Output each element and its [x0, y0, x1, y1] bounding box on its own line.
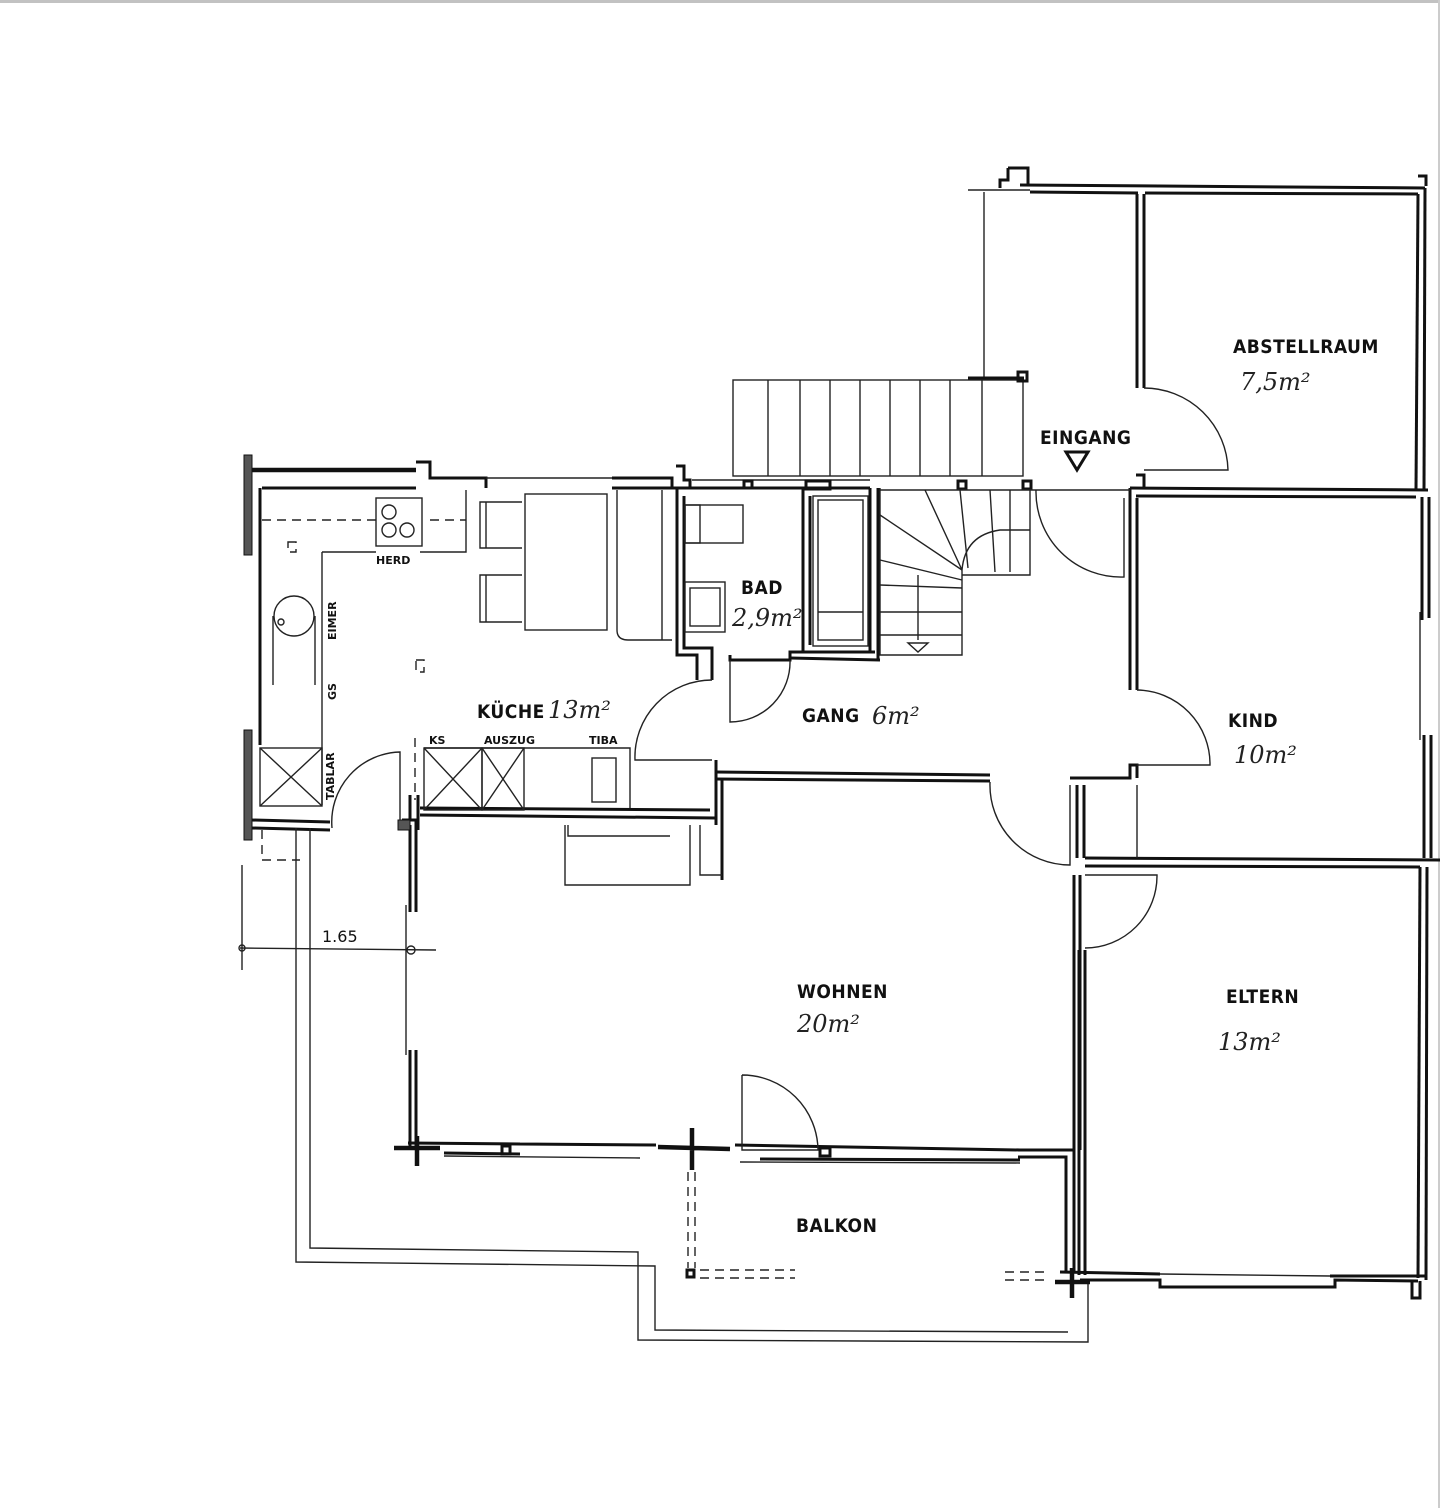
area-abstellraum: 7,5m²	[1240, 368, 1311, 396]
label-abstellraum: ABSTELLRAUM	[1233, 336, 1379, 358]
interior-stairs	[879, 488, 1031, 656]
scan-right-edge	[1438, 0, 1440, 1508]
label-balkon: BALKON	[796, 1215, 877, 1237]
area-kueche: 13m²	[548, 696, 611, 724]
label-gang: GANG	[802, 705, 860, 727]
area-eltern: 13m²	[1218, 1028, 1281, 1056]
exterior-stairs	[732, 370, 1029, 477]
kitchen-furniture	[259, 490, 672, 811]
fixture-labels: HERD EIMER GS TABLAR KS AUSZUG TIBA 1.65	[322, 554, 618, 946]
label-kind: KIND	[1228, 710, 1278, 732]
walls	[243, 166, 1440, 1300]
label-eltern: ELTERN	[1226, 986, 1299, 1008]
area-kind: 10m²	[1234, 741, 1297, 769]
area-bad: 2,9m²	[731, 604, 803, 632]
dimension-line	[238, 830, 437, 970]
dimension-value: 1.65	[322, 927, 358, 946]
balkon-outline	[295, 828, 1090, 1343]
label-tiba: TIBA	[589, 734, 618, 747]
doors	[331, 387, 1229, 1151]
label-tablar: TABLAR	[324, 752, 337, 800]
room-labels: ABSTELLRAUM 7,5m² EINGANG BAD 2,9m² KÜCH…	[477, 336, 1379, 1237]
label-auszug: AUSZUG	[484, 734, 535, 747]
label-eimer: EIMER	[326, 601, 339, 640]
label-wohnen: WOHNEN	[797, 981, 888, 1003]
label-eingang: EINGANG	[1040, 427, 1131, 449]
entry-arrow-icon	[1063, 450, 1091, 473]
label-ks: KS	[429, 734, 446, 747]
label-bad: BAD	[741, 577, 783, 599]
area-gang: 6m²	[872, 702, 920, 730]
label-kueche: KÜCHE	[477, 699, 545, 723]
area-wohnen: 20m²	[796, 1010, 860, 1038]
label-gs: GS	[326, 683, 339, 700]
wohnen-furniture	[564, 825, 722, 886]
label-herd: HERD	[376, 554, 410, 567]
scan-top-edge	[0, 0, 1440, 3]
bathroom-fixtures	[684, 495, 869, 647]
